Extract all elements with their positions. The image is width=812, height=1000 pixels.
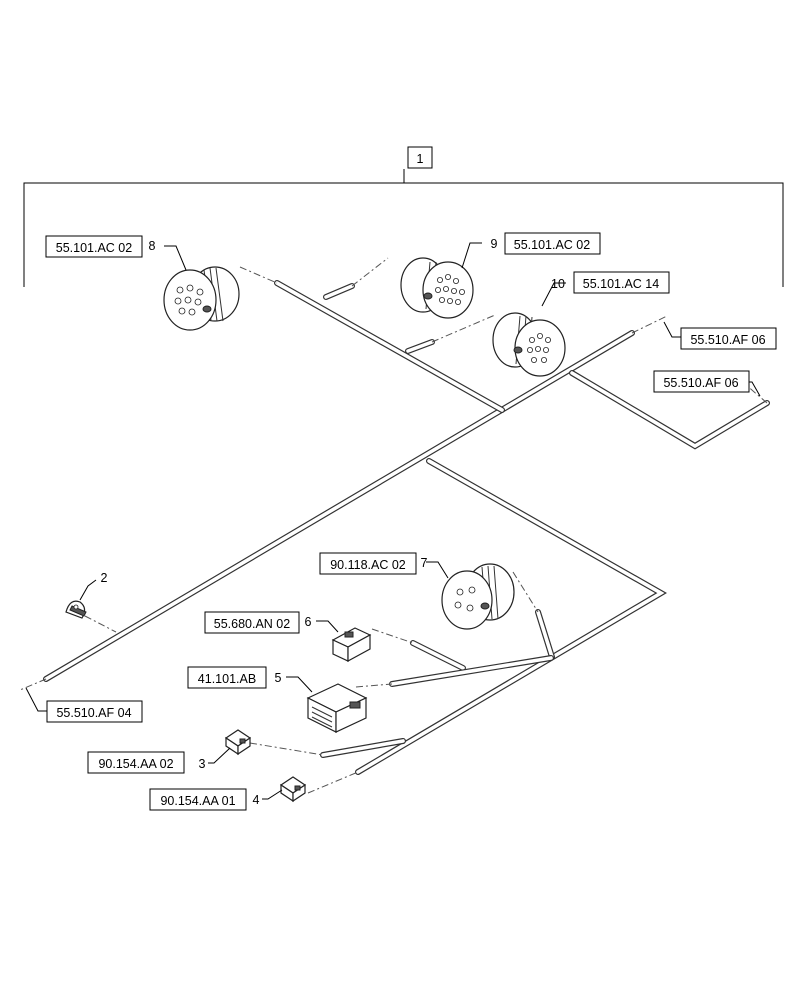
connector-4-icon[interactable] <box>279 776 307 803</box>
connector-8-icon[interactable] <box>163 266 240 331</box>
harness-wires <box>43 280 770 775</box>
ref-box-10[interactable]: 55.101.AC 14 <box>573 271 670 294</box>
wire-stub-5 <box>389 655 554 687</box>
connector-9-icon[interactable] <box>400 257 474 319</box>
ref-box-wire-af06-upper[interactable]: 55.510.AF 06 <box>680 327 777 350</box>
item-number-3: 3 <box>199 757 206 771</box>
svg-text:90.118.AC 02: 90.118.AC 02 <box>330 558 406 572</box>
ref-box-3[interactable]: 90.154.AA 02 <box>87 751 185 774</box>
svg-text:90.154.AA 02: 90.154.AA 02 <box>98 757 173 771</box>
wire-stub-3 <box>320 738 406 758</box>
assembly-bracket <box>23 169 784 287</box>
ref-box-5[interactable]: 41.101.AB <box>187 666 267 689</box>
svg-text:55.101.AC 02: 55.101.AC 02 <box>56 241 132 255</box>
svg-text:55.510.AF 06: 55.510.AF 06 <box>690 333 765 347</box>
item-number-9: 9 <box>491 237 498 251</box>
wire-right-branch <box>569 370 770 450</box>
ref-box-wire-af06-lower[interactable]: 55.510.AF 06 <box>653 370 750 393</box>
svg-text:55.101.AC 14: 55.101.AC 14 <box>583 277 659 291</box>
ref-box-4[interactable]: 90.154.AA 01 <box>149 788 247 811</box>
item-number-4: 4 <box>253 793 260 807</box>
wire-stub-9 <box>323 283 355 300</box>
wire-main-trunk <box>43 330 635 682</box>
ref-box-8[interactable]: 55.101.AC 02 <box>45 235 143 258</box>
item-number-7: 7 <box>421 556 428 570</box>
svg-text:41.101.AB: 41.101.AB <box>198 672 256 686</box>
wire-upper-branch <box>274 280 505 413</box>
svg-text:55.101.AC 02: 55.101.AC 02 <box>514 238 590 252</box>
svg-text:55.510.AF 06: 55.510.AF 06 <box>663 376 738 390</box>
wire-stub-10 <box>405 339 435 354</box>
assembly-callout-1[interactable]: 1 <box>407 146 433 169</box>
item-number-2: 2 <box>101 571 108 585</box>
svg-text:55.680.AN 02: 55.680.AN 02 <box>214 617 290 631</box>
connection-lines <box>19 257 768 794</box>
svg-text:90.154.AA 01: 90.154.AA 01 <box>160 794 235 808</box>
wire-lower-branch <box>355 458 667 775</box>
ref-box-7[interactable]: 90.118.AC 02 <box>319 552 417 575</box>
connector-7-icon[interactable] <box>441 563 515 630</box>
item-number-8: 8 <box>149 239 156 253</box>
leader-lines <box>25 242 761 800</box>
wire-stub-6 <box>410 640 466 671</box>
clip-2-icon[interactable] <box>65 600 87 619</box>
item-number-6: 6 <box>305 615 312 629</box>
item-number-5: 5 <box>275 671 282 685</box>
wire-stub-7 <box>535 609 555 660</box>
item-numbers: 8 9 10 7 6 5 3 4 2 <box>101 237 565 807</box>
connector-3-icon[interactable] <box>224 729 252 756</box>
ref-box-wire-af04[interactable]: 55.510.AF 04 <box>46 700 143 723</box>
svg-text:1: 1 <box>417 152 424 166</box>
item-number-10: 10 <box>551 277 565 291</box>
connector-6-icon[interactable] <box>331 627 372 663</box>
ref-box-9[interactable]: 55.101.AC 02 <box>504 232 601 255</box>
connector-5-icon[interactable] <box>306 683 368 733</box>
svg-text:55.510.AF 04: 55.510.AF 04 <box>56 706 131 720</box>
ref-box-6[interactable]: 55.680.AN 02 <box>204 611 300 634</box>
connector-10-icon[interactable] <box>492 312 566 377</box>
